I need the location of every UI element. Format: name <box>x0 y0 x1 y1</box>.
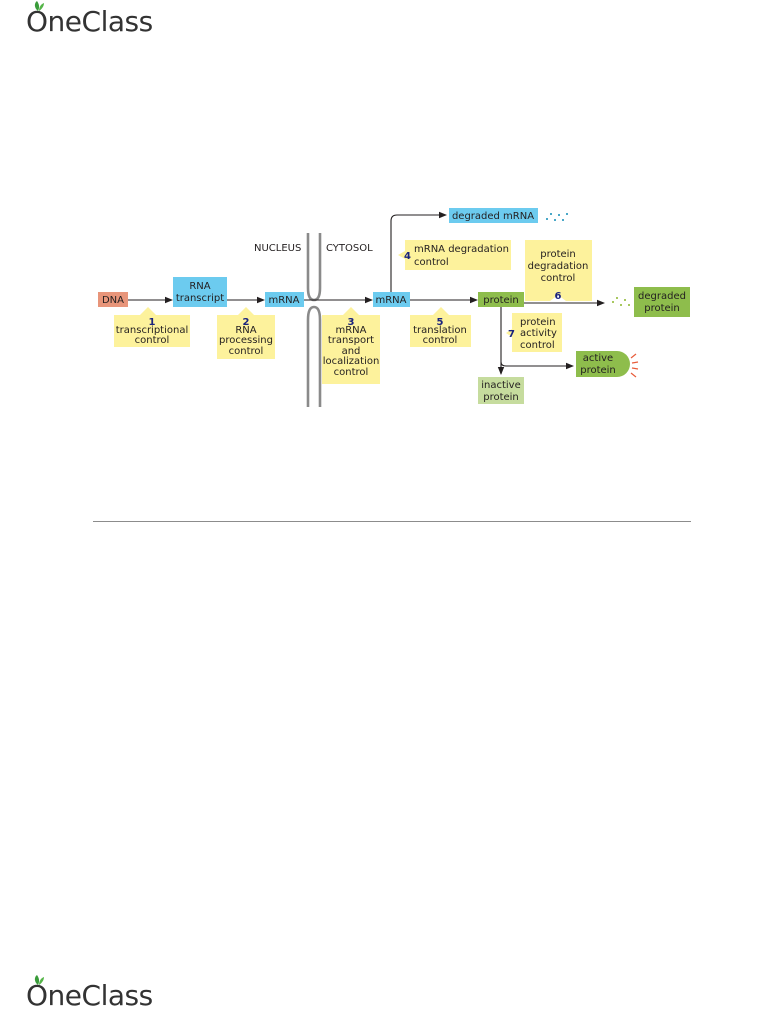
logo-o: O <box>26 1 48 38</box>
control-7-line-1: protein <box>520 317 556 328</box>
control-7-line-2: activity <box>520 328 557 339</box>
control-box-1: 1 transcriptional control <box>114 307 190 347</box>
control-3-line-1: mRNA <box>335 325 366 336</box>
control-box-2: 2 RNA processing control <box>217 307 275 359</box>
active-glow-icon <box>630 353 639 378</box>
protein-label: protein <box>483 295 519 306</box>
control-2-line-3: control <box>229 346 264 357</box>
active-protein-line-2: protein <box>580 365 616 376</box>
degraded-mrna-node: degraded mRNA <box>449 208 538 223</box>
degraded-mrna-label: degraded mRNA <box>452 211 534 222</box>
flow-arrows <box>128 211 605 375</box>
nucleus-label: NUCLEUS <box>254 243 301 254</box>
dna-label: DNA <box>102 295 124 306</box>
inactive-protein-line-1: inactive <box>481 380 521 391</box>
control-7-line-3: control <box>520 340 555 351</box>
logo-o: O <box>26 975 48 1012</box>
control-2-line-1: RNA <box>235 325 256 336</box>
inactive-protein-line-2: protein <box>483 392 519 403</box>
control-3-line-4: localization <box>323 356 380 367</box>
control-number-1: 1 <box>149 317 156 328</box>
control-1-line-1: transcriptional <box>116 325 189 336</box>
control-6-line-2: degradation <box>528 261 589 272</box>
mrna-cytosol-node: mRNA <box>373 292 410 307</box>
control-number-4: 4 <box>404 251 411 262</box>
control-box-5: 5 translation control <box>410 307 471 347</box>
degraded-protein-node: degraded protein <box>634 287 690 317</box>
control-4-line-2: control <box>414 257 449 268</box>
oneclass-logo-top: O neClass <box>26 1 154 38</box>
cytosol-label: CYTOSOL <box>326 243 373 254</box>
degraded-mrna-fragments <box>546 213 568 221</box>
control-number-3: 3 <box>348 317 355 328</box>
control-6-line-1: protein <box>540 249 576 260</box>
rna-transcript-node: RNA transcript <box>173 277 227 307</box>
control-box-7: 7 protein activity control <box>506 313 562 352</box>
rna-transcript-line-2: transcript <box>176 293 224 304</box>
control-3-line-2: transport <box>328 335 374 346</box>
logo-text: neClass <box>47 979 154 1012</box>
protein-node: protein <box>478 292 524 307</box>
active-protein-line-1: active <box>583 353 613 364</box>
degraded-protein-fragments <box>612 297 630 306</box>
control-5-line-1: translation <box>413 325 467 336</box>
page-divider <box>93 521 691 522</box>
leaf-icon <box>34 975 44 985</box>
control-number-6: 6 <box>555 291 562 302</box>
inactive-protein-node: inactive protein <box>478 377 524 404</box>
control-box-4: 4 mRNA degradation control <box>398 240 511 270</box>
active-protein-node: active protein <box>576 351 630 377</box>
nuclear-membrane <box>306 233 322 407</box>
logo-text: neClass <box>47 5 154 38</box>
logo-letter-o: O <box>26 5 48 38</box>
control-box-6: protein degradation control 6 <box>525 240 592 302</box>
mrna-nuclear-node: mRNA <box>265 292 304 307</box>
control-number-5: 5 <box>437 317 444 328</box>
control-number-2: 2 <box>243 317 250 328</box>
mrna-cytosol-label: mRNA <box>375 295 406 306</box>
logo-letter-o: O <box>26 979 48 1012</box>
leaf-icon <box>34 1 44 11</box>
oneclass-logo-bottom: O neClass <box>26 975 154 1012</box>
control-box-3: 3 mRNA transport and localization contro… <box>322 307 380 384</box>
control-5-line-2: control <box>423 335 458 346</box>
degraded-protein-line-1: degraded <box>638 291 686 302</box>
control-6-line-3: control <box>541 273 576 284</box>
dna-node: DNA <box>98 292 128 307</box>
rna-transcript-line-1: RNA <box>189 281 210 292</box>
control-4-line-1: mRNA degradation <box>414 244 509 255</box>
mrna-nuclear-label: mRNA <box>268 295 299 306</box>
control-2-line-2: processing <box>219 335 273 346</box>
control-number-7: 7 <box>508 329 515 340</box>
degraded-protein-line-2: protein <box>644 303 680 314</box>
control-3-line-5: control <box>334 367 369 378</box>
control-3-line-3: and <box>342 346 361 357</box>
control-1-line-2: control <box>135 335 170 346</box>
